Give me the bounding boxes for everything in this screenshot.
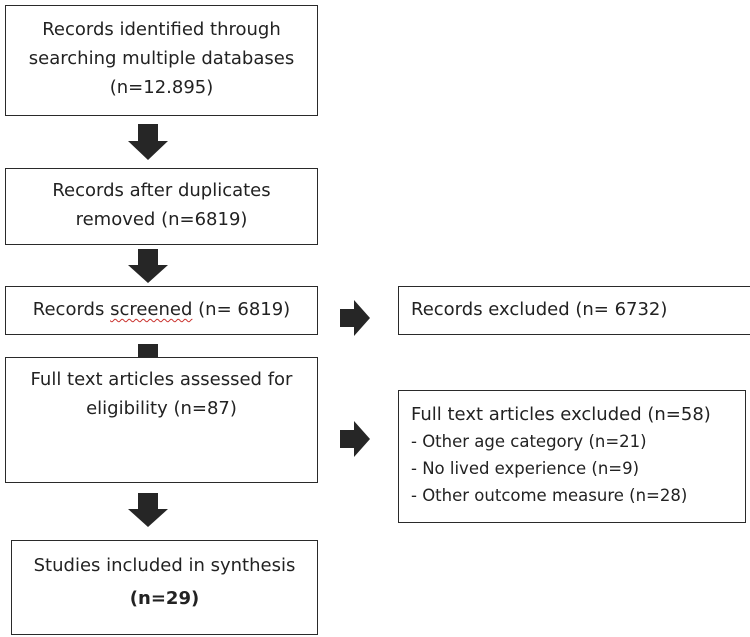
screened-records-box: Records screened (n= 6819) — [5, 286, 318, 335]
identified-line-1: Records identified through — [42, 19, 281, 40]
down-arrow-icon — [128, 493, 168, 527]
screened-count: (n= 6819) — [192, 299, 291, 320]
identified-records-box: Records identified through searching mul… — [5, 5, 318, 116]
excluded-records-box: Records excluded (n= 6732) — [398, 286, 750, 335]
fulltext-line-1: Full text articles assessed for — [30, 369, 293, 390]
screened-prefix: Records — [32, 299, 111, 320]
excluded-records-text: Records excluded (n= 6732) — [411, 299, 668, 320]
fulltext-line-2: eligibility (n=87) — [86, 398, 237, 419]
right-arrow-icon — [340, 300, 370, 336]
screened-word: screened — [110, 299, 193, 320]
fulltext-excluded-title: Full text articles excluded (n=58) — [411, 404, 711, 425]
duplicates-line-2: removed (n=6819) — [75, 209, 248, 230]
fulltext-excluded-box: Full text articles excluded (n=58) - Oth… — [398, 390, 746, 523]
right-arrow-icon — [340, 421, 370, 457]
duplicates-removed-box: Records after duplicates removed (n=6819… — [5, 168, 318, 245]
exclusion-reason-item: - No lived experience (n=9) — [411, 459, 640, 478]
included-count: (n=29) — [129, 588, 200, 609]
duplicates-line-1: Records after duplicates — [52, 180, 271, 201]
fulltext-assessed-box: Full text articles assessed for eligibil… — [5, 357, 318, 483]
down-arrow-icon — [128, 249, 168, 283]
identified-count: (n=12.895) — [109, 77, 214, 98]
identified-line-2: searching multiple databases — [28, 48, 295, 69]
exclusion-reason-item: - Other age category (n=21) — [411, 432, 647, 451]
down-arrow-icon — [128, 124, 168, 160]
included-line-1: Studies included in synthesis — [33, 555, 296, 576]
studies-included-box: Studies included in synthesis (n=29) — [11, 540, 318, 635]
exclusion-reason-item: - Other outcome measure (n=28) — [411, 486, 688, 505]
